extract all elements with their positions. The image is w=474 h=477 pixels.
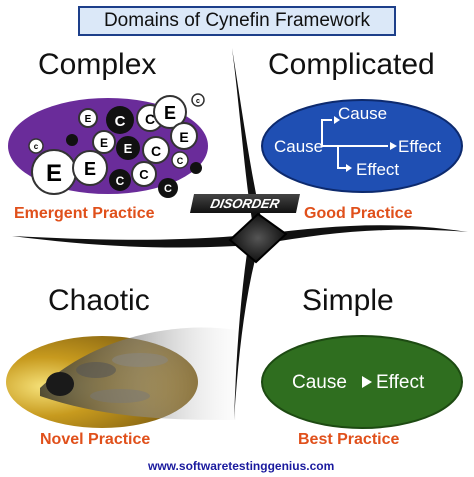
svg-text:C: C	[116, 174, 125, 188]
svg-text:c: c	[34, 142, 39, 151]
chaotic-ellipse-graphic	[6, 327, 236, 428]
svg-text:E: E	[84, 159, 96, 179]
chaotic-practice-label: Novel Practice	[40, 431, 151, 448]
svg-text:E: E	[85, 114, 92, 125]
diagram-title: Domains of Cynefin Framework	[78, 6, 396, 36]
complicated-cause-top: Cause	[338, 104, 388, 123]
simple-effect-text: Effect	[376, 372, 425, 393]
complicated-effect-right: Effect	[398, 137, 442, 156]
complicated-effect-bottom: Effect	[356, 160, 400, 179]
simple-ellipse-graphic	[261, 335, 463, 429]
disorder-center-shape	[228, 212, 288, 264]
footer-url[interactable]: www.softwaretestinggenius.com	[148, 459, 335, 473]
svg-text:C: C	[115, 113, 126, 130]
complicated-domain-label: Complicated	[268, 48, 435, 81]
svg-text:C: C	[164, 183, 172, 195]
svg-text:E: E	[124, 141, 133, 156]
simple-domain-label: Simple	[302, 284, 394, 317]
complicated-practice-label: Good Practice	[304, 205, 413, 222]
svg-text:C: C	[177, 156, 184, 166]
boundary-lines	[12, 48, 468, 420]
complex-domain-label: Complex	[38, 48, 157, 81]
simple-practice-label: Best Practice	[298, 431, 400, 448]
svg-text:E: E	[46, 160, 62, 187]
svg-text:E: E	[179, 129, 188, 145]
svg-text:E: E	[164, 103, 176, 123]
complicated-cause-left: Cause	[274, 137, 324, 156]
complicated-ellipse-graphic	[261, 99, 463, 193]
complex-practice-label: Emergent Practice	[14, 205, 155, 222]
disorder-label: DISORDER	[189, 194, 301, 213]
svg-text:C: C	[151, 143, 161, 159]
svg-text:c: c	[196, 98, 200, 105]
simple-cause-text: Cause	[292, 372, 347, 393]
svg-text:C: C	[145, 111, 155, 127]
svg-text:E: E	[100, 136, 108, 150]
svg-text:C: C	[139, 167, 149, 182]
chaotic-domain-label: Chaotic	[48, 284, 150, 317]
complex-ellipse-graphic: E E C C E E E C C C C E E c c C	[8, 93, 208, 198]
